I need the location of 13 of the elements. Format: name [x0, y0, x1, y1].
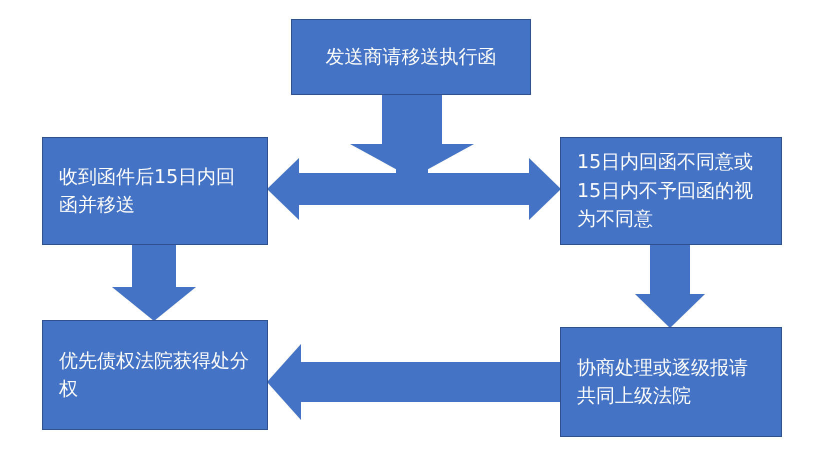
box-text: 协商处理或逐级报请共同上级法院: [577, 356, 749, 409]
box-text: 优先债权法院获得处分权: [59, 348, 250, 402]
box-text: 收到函件后15日内回函并移送: [59, 164, 236, 218]
process-box: [42, 320, 268, 430]
block-arrow: [267, 344, 560, 420]
block-arrow: [635, 245, 705, 328]
process-box: [291, 19, 531, 95]
process-box: [560, 137, 782, 245]
box-text: 15日内回函不同意或15日内不予回函的视为不同意: [577, 150, 754, 232]
process-box: [42, 137, 268, 245]
box-text: 发送商请移送执行函: [326, 44, 496, 70]
block-arrow: [112, 245, 196, 321]
process-box: [560, 327, 782, 437]
